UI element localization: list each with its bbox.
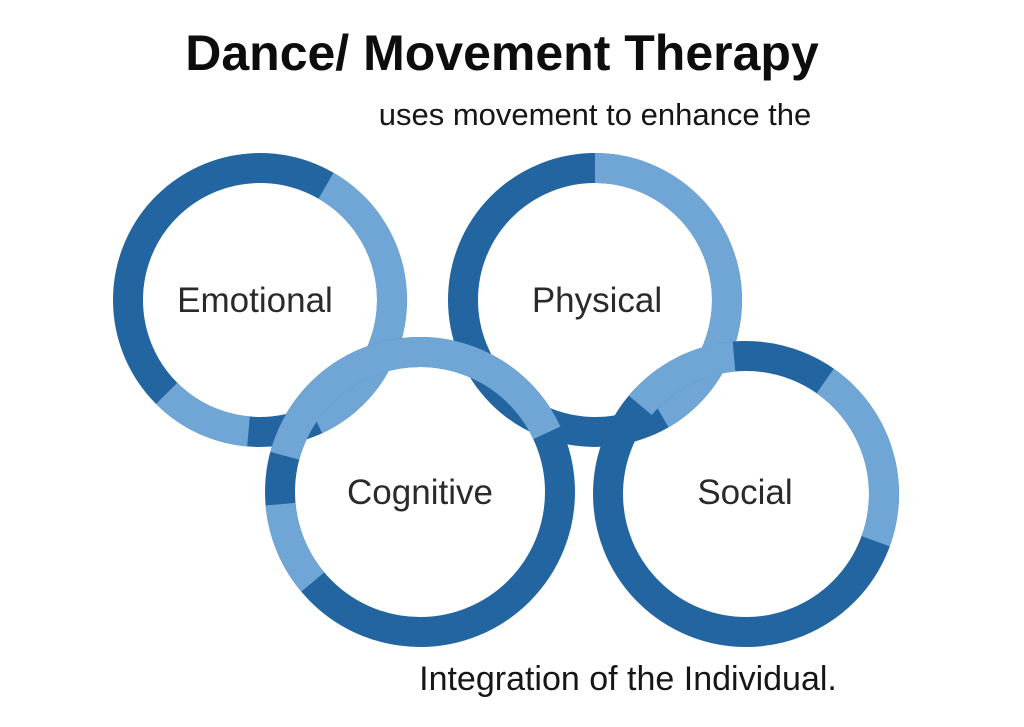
- physical-ring-highlight-arc: [594, 153, 742, 428]
- page-title: Dance/ Movement Therapy: [185, 25, 819, 81]
- social-label: Social: [697, 473, 793, 512]
- emotional-ring: [113, 153, 407, 447]
- cognitive-label: Cognitive: [347, 473, 493, 512]
- cognitive-ring: [265, 337, 575, 647]
- cognitive-ring-highlight-arc: [270, 337, 561, 460]
- footer-text: Integration of the Individual.: [419, 660, 837, 698]
- physical-label: Physical: [531, 281, 663, 320]
- cognitive-ring-highlight-arc-2: [265, 502, 325, 592]
- social-ring-highlight-arc: [628, 341, 736, 416]
- emotional-ring-highlight-arc: [309, 172, 407, 434]
- emotional-label: Emotional: [177, 281, 333, 320]
- emotional-ring-highlight-arc-2: [156, 382, 251, 447]
- physical-ring: [448, 153, 742, 447]
- social-ring: [593, 341, 900, 647]
- social-ring-highlight-arc-2: [816, 368, 900, 547]
- subtitle: uses movement to enhance the: [378, 97, 812, 132]
